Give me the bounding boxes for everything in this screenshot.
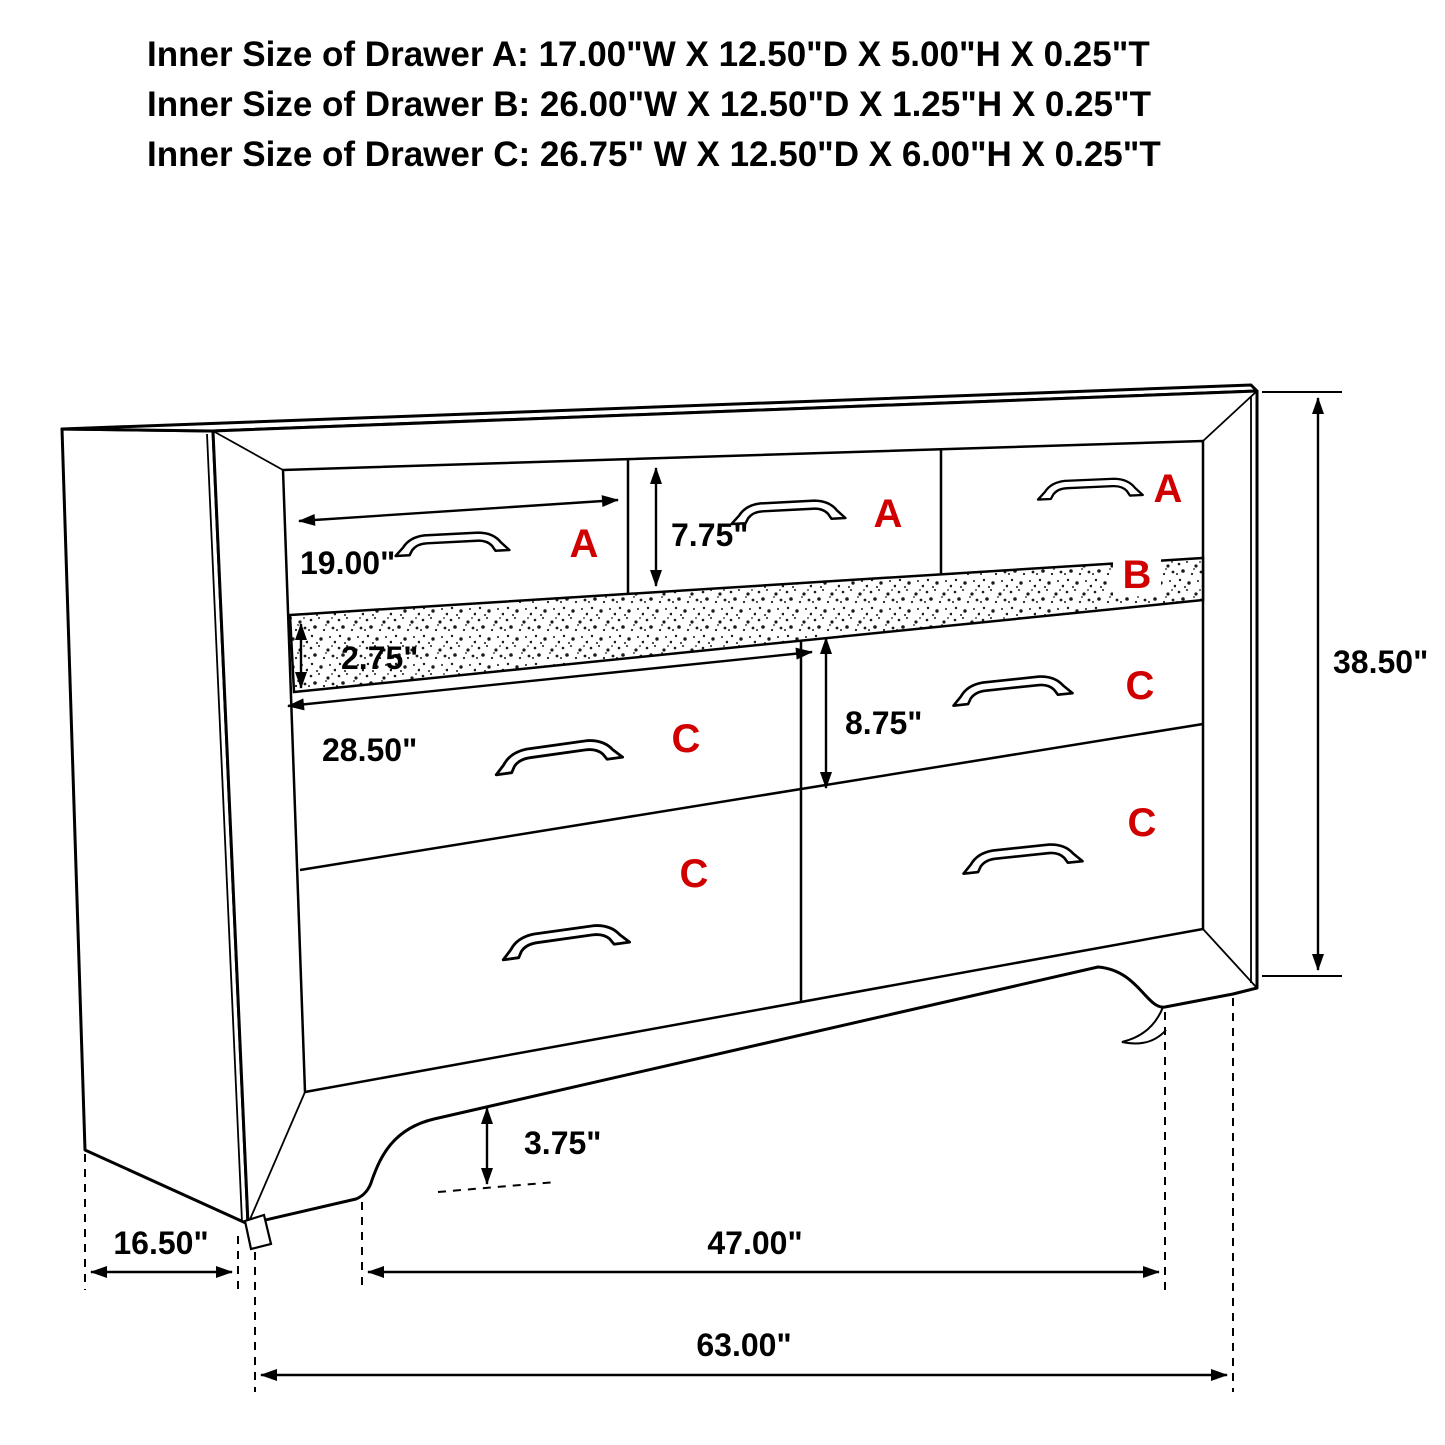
dim-label-drawer-a-height: 7.75" — [671, 517, 748, 553]
dim-label-side-depth: 16.50" — [113, 1225, 208, 1261]
frame-miter-top-right — [1202, 390, 1258, 442]
drawer-c-horizontal-divider — [299, 722, 1204, 872]
drawer-c-right-bottom-label: C — [1128, 801, 1157, 845]
dim-label-foot-height: 3.75" — [524, 1125, 601, 1161]
drawer-b-label: B — [1123, 553, 1152, 597]
dim-overall-width: 63.00" — [260, 1327, 1228, 1381]
header-line-drawer-a: Inner Size of Drawer A: 17.00"W X 12.50"… — [147, 35, 1150, 74]
drawer-b-label-backing — [1113, 551, 1161, 596]
frame-miter-top-left — [212, 430, 284, 471]
dim-arrow-drawer-c-width — [287, 647, 813, 711]
dim-drawer-a-height: 7.75" — [650, 467, 748, 587]
dim-drawer-a-width: 19.00" — [298, 495, 619, 581]
dim-side-depth: 16.50" — [90, 1225, 233, 1278]
frame-miter-bottom-right — [1202, 928, 1258, 989]
frame-miter-bottom-left — [247, 1091, 306, 1225]
header-line-drawer-b: Inner Size of Drawer B: 26.00"W X 12.50"… — [147, 85, 1151, 124]
dim-label-drawer-c-height: 8.75" — [845, 705, 922, 741]
dimension-annotations: 19.00" 7.75" 2.75" 28.50" 8.75" 38.50" 3… — [84, 391, 1428, 1392]
header: Inner Size of Drawer A: 17.00"W X 12.50"… — [147, 35, 1161, 174]
drawer-c-left-bottom-label: C — [680, 852, 709, 896]
dim-label-drawer-a-width: 19.00" — [300, 545, 395, 581]
frame-bevel-left — [206, 433, 243, 1223]
dim-label-overall-height: 38.50" — [1333, 644, 1428, 680]
drawer-c-left-top-label: C — [672, 717, 701, 761]
dim-foot-height: 3.75" — [481, 1107, 601, 1185]
dim-drawer-c-height: 8.75" — [820, 637, 922, 789]
drawer-c-right-top-label: C — [1126, 664, 1155, 708]
dim-label-drawer-c-width: 28.50" — [322, 732, 417, 768]
front-right-foot-scroll — [1121, 1006, 1167, 1045]
dim-foot-span: 47.00" — [367, 1225, 1160, 1278]
drawer-letter-labels: A A A B C C C C — [570, 467, 1183, 896]
dim-overall-height: 38.50" — [1312, 397, 1428, 971]
dim-label-overall-width: 63.00" — [696, 1327, 791, 1363]
front-left-foot — [243, 1213, 273, 1251]
dim-drawer-c-width: 28.50" — [287, 647, 813, 768]
drawer-a3-label: A — [1154, 467, 1183, 511]
header-line-drawer-c: Inner Size of Drawer C: 26.75" W X 12.50… — [147, 135, 1161, 174]
drawer-a1-label: A — [570, 522, 599, 566]
drawer-a2-label: A — [874, 492, 903, 536]
dim-label-drawer-b-height: 2.75" — [341, 640, 418, 676]
floor-reference-line — [437, 1181, 557, 1193]
dim-arrow-drawer-a-width — [298, 495, 619, 526]
dim-label-foot-span: 47.00" — [707, 1225, 802, 1261]
